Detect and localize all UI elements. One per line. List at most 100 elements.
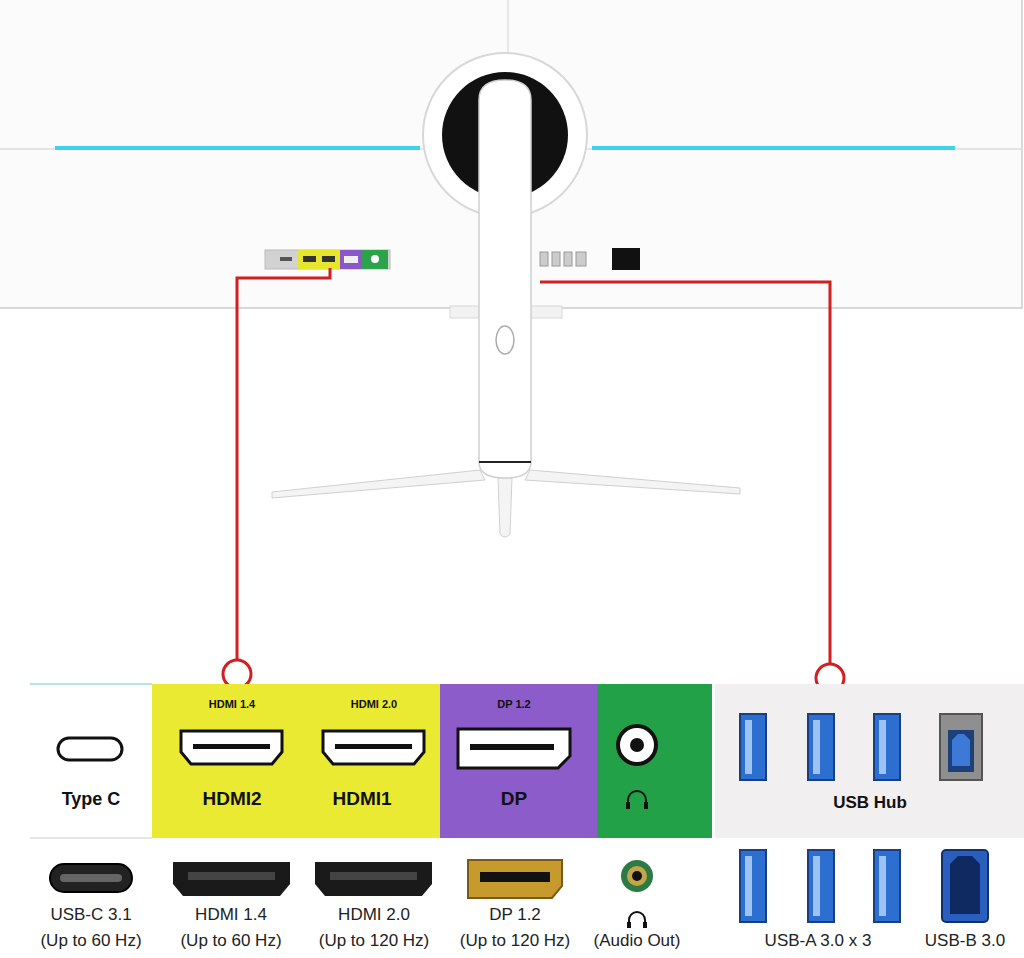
monitor-ports-part — [564, 252, 572, 266]
connector-icons-part — [813, 856, 820, 916]
connector-label: (Up to 120 Hz) — [460, 932, 571, 951]
monitor-ports-part — [612, 248, 640, 270]
monitor-ports-part — [552, 252, 560, 266]
monitor-stand — [272, 80, 740, 537]
port-panel-part — [440, 684, 597, 838]
connector-label: (Up to 120 Hz) — [319, 932, 430, 951]
usb-a-icons-part — [879, 720, 886, 774]
monitor-ports-part — [265, 250, 390, 269]
panel-icons-part — [952, 734, 970, 766]
usb-a-icons-part — [874, 714, 900, 780]
panel-icons-part — [940, 714, 982, 780]
connector-icons — [50, 850, 988, 928]
port-panel-part — [30, 838, 152, 839]
leader-lines — [223, 268, 844, 692]
connector-icons-part — [315, 862, 432, 896]
connector-icons-part — [621, 860, 653, 892]
leader-lines-part — [237, 268, 330, 660]
connector-icons-part — [330, 872, 417, 880]
monitor-stand-part — [272, 470, 485, 498]
port-version: HDMI 2.0 — [351, 698, 397, 710]
connector-icons-part — [740, 850, 766, 922]
panel-icons-part — [458, 729, 570, 768]
connector-icons-part — [879, 856, 886, 916]
connector-icons-part — [942, 850, 988, 922]
monitor-ports — [265, 248, 640, 270]
monitor-ports-part — [280, 257, 292, 261]
connector-icons-part — [468, 860, 562, 898]
connector-icons-part — [808, 850, 834, 922]
panel-icons-part — [181, 731, 282, 764]
connector-icons-part — [950, 856, 980, 914]
port-version: DP 1.2 — [497, 698, 530, 710]
connector-label: HDMI 1.4 — [195, 906, 267, 925]
monitor-stand-part — [479, 80, 531, 478]
connector-icons-part — [480, 872, 550, 882]
connector-icons-part — [627, 922, 631, 928]
monitor-ports-part — [303, 256, 316, 262]
connector-icons-part — [643, 922, 647, 928]
monitor-ports-part — [371, 255, 379, 263]
monitor-stand-part — [479, 461, 531, 463]
panel-icons-part — [626, 802, 630, 809]
port-name: USB Hub — [833, 794, 907, 813]
monitor-stand-part — [496, 326, 514, 354]
port-name: DP — [501, 789, 527, 810]
monitor-back-part — [592, 146, 955, 150]
port-name: Type C — [62, 790, 121, 810]
panel-icons-part — [630, 738, 644, 752]
connector-icons-part — [173, 862, 290, 896]
port-cell: Type C — [30, 684, 152, 838]
leader-lines-part — [223, 660, 251, 688]
panel-icons-part — [948, 730, 974, 772]
monitor-ports-part — [362, 250, 388, 269]
connector-label: (Up to 60 Hz) — [40, 932, 141, 951]
panel-icons-part — [618, 726, 656, 764]
port-cell: HDMI 2.0HDMI1 — [296, 684, 440, 838]
monitor-stand-part — [498, 478, 512, 537]
port-panel-part — [715, 684, 1024, 838]
connector-label: USB-C 3.1 — [50, 906, 131, 925]
connector-label: HDMI 2.0 — [338, 906, 410, 925]
panel-icons-part — [58, 738, 122, 760]
monitor-ports-part — [576, 252, 586, 266]
monitor-ports-part — [540, 252, 548, 266]
usb-hub-panel: USB Hub — [715, 684, 1024, 838]
monitor-back-part — [507, 0, 509, 60]
port-panel-part — [152, 684, 440, 838]
connector-icons-part — [874, 850, 900, 922]
port-name: HDMI2 — [202, 789, 261, 810]
panel-icons-part — [644, 802, 648, 809]
monitor-ports-part — [322, 256, 335, 262]
port-panel-part — [30, 684, 152, 838]
connector-icons-part — [745, 856, 752, 916]
usb-a-icons-part — [740, 714, 766, 780]
port-panel-part — [597, 684, 712, 838]
port-panel — [30, 684, 1024, 838]
connector-icons-part — [629, 912, 645, 926]
connector-label: USB-B 3.0 — [925, 932, 1005, 951]
connector-icons-part — [60, 874, 122, 882]
panel-icons-part — [193, 744, 270, 749]
port-cell: HDMI 1.4HDMI2 — [152, 684, 296, 838]
port-panel-part — [30, 683, 152, 685]
connector-label: (Up to 60 Hz) — [180, 932, 281, 951]
usb-a-icons-part — [808, 714, 834, 780]
monitor-ports-part — [298, 250, 340, 269]
port-version: HDMI 1.4 — [209, 698, 255, 710]
connector-label: USB-A 3.0 x 3 — [765, 932, 872, 951]
panel-icons-part — [323, 731, 424, 764]
port-name: HDMI1 — [332, 789, 391, 810]
monitor-ports-part — [340, 250, 362, 269]
panel-icons-part — [470, 744, 554, 750]
connector-icons-part — [50, 864, 132, 892]
connector-icons-part — [188, 872, 275, 880]
usb-a-icons-part — [745, 720, 752, 774]
monitor-ports-part — [344, 256, 358, 263]
usb-a-icons-part — [813, 720, 820, 774]
port-cell: DP 1.2DP — [440, 684, 597, 838]
connector-icons-part — [627, 866, 647, 886]
monitor-back-part — [55, 146, 420, 150]
usb-a-icons — [740, 714, 900, 780]
